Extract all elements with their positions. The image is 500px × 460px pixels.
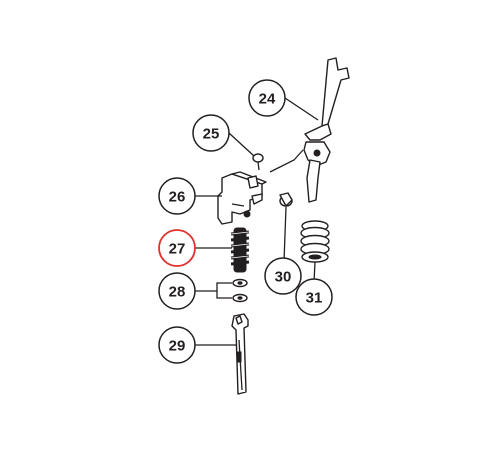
part-30-pin: [279, 192, 293, 207]
part-25-clip: [252, 153, 264, 171]
leader-lines: [195, 97, 319, 346]
callout-28: 28: [158, 272, 196, 310]
part-31-spring: [300, 220, 330, 263]
callout-30: 30: [264, 257, 302, 295]
leader-30: [283, 206, 287, 263]
callout-25-label: 25: [203, 126, 220, 143]
callout-25: 25: [192, 114, 230, 152]
leader-24: [284, 97, 319, 121]
callout-24: 24: [248, 79, 286, 117]
callout-31: 31: [295, 278, 333, 316]
callout-30-label: 30: [275, 269, 292, 286]
callout-28-label: 28: [169, 284, 186, 301]
part-24-lever: [269, 57, 350, 203]
part-26-bracket: [217, 171, 267, 225]
callout-24-label: 24: [259, 91, 276, 108]
callout-27: 27: [158, 229, 196, 267]
callout-26-label: 26: [169, 189, 186, 206]
callout-27-label: 27: [169, 241, 186, 258]
callout-26: 26: [158, 177, 196, 215]
part-29-slide: [231, 313, 249, 395]
callout-31-label: 31: [306, 290, 323, 307]
part-28-washers: [232, 278, 248, 303]
leader-28: [195, 282, 232, 299]
callout-29-label: 29: [169, 338, 186, 355]
part-27-spring: [230, 227, 250, 273]
leader-25: [228, 132, 255, 157]
callout-29: 29: [158, 326, 196, 364]
